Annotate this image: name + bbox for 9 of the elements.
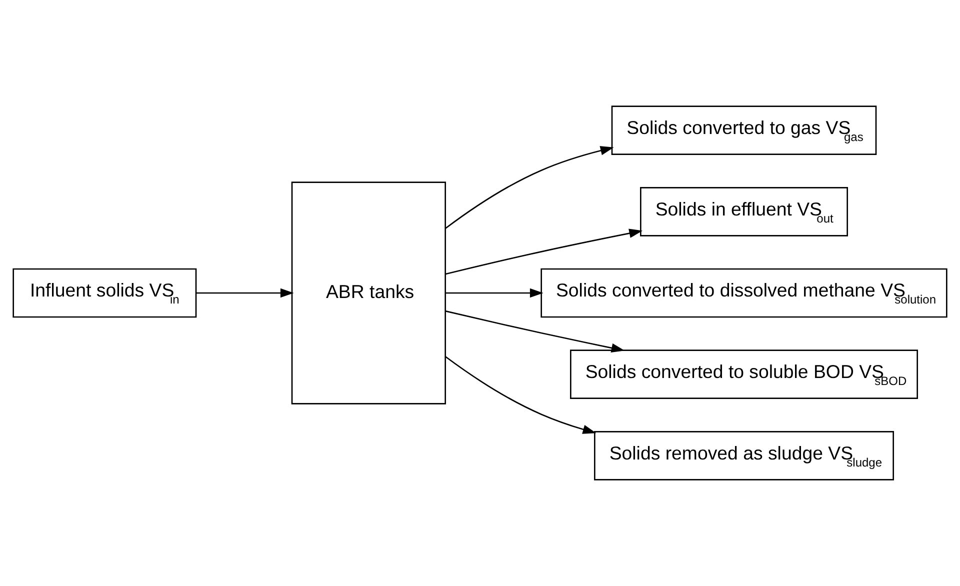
arrow <box>445 310 625 353</box>
arrow <box>196 288 294 298</box>
node-box: ABR tanks <box>291 182 446 404</box>
arrow <box>445 356 596 434</box>
node-box: Solids in effluent VS$_{out}$ <box>640 187 848 236</box>
arrow <box>445 146 614 229</box>
arrow <box>445 288 544 298</box>
arrow <box>446 228 643 275</box>
node-box: Influent solids VS$_{in}$ <box>12 268 197 318</box>
